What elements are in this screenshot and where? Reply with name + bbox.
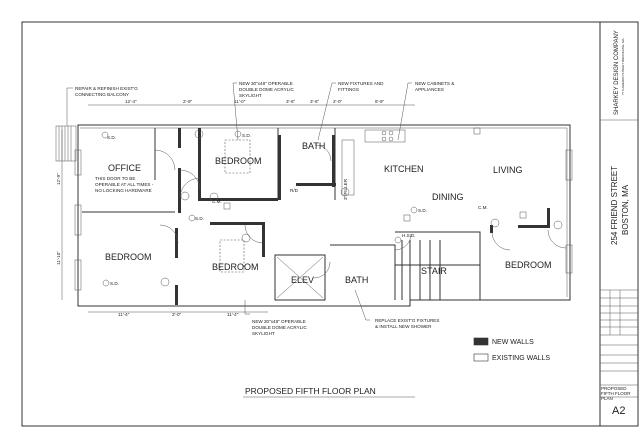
note-cabinets: APPLIANCES <box>415 87 444 92</box>
note-skylight-bottom: DOUBLE DOME ACRYLIC <box>252 325 307 330</box>
dimension-lines <box>61 104 415 313</box>
dimension-text: 2'-0" <box>172 312 182 317</box>
company-name: SHARKEY DESIGN COMPANY <box>614 30 620 115</box>
dimension-text: 11'-4" <box>227 312 239 317</box>
exterior-wall <box>77 124 571 307</box>
kitchen-counter <box>341 129 406 196</box>
skylight-bottom <box>219 239 245 273</box>
room-bath-bottom: BATH <box>345 275 368 285</box>
room-kitchen: KITCHEN <box>384 164 424 174</box>
legend-swatch-existing <box>473 353 489 362</box>
note-office-door: NO LOCKING HARDWARE <box>95 188 152 193</box>
balcony <box>55 125 77 162</box>
drawing-title: PROPOSED FIFTH FLOOR PLAN <box>245 386 376 396</box>
legend-existing-walls: EXISTING WALLS <box>492 355 550 362</box>
legend-new-walls: NEW WALLS <box>492 339 534 346</box>
note-shower: & INSTALL NEW SHOWER <box>375 324 432 329</box>
room-bedroom-right: BEDROOM <box>505 260 552 270</box>
legend-swatch-new <box>473 337 489 346</box>
room-bath-top: BATH <box>302 141 325 151</box>
door-swings <box>154 144 567 279</box>
dimension-text: 2'-0" <box>333 99 343 104</box>
note-fixtures: FITTINGS <box>338 87 359 92</box>
smoke-detector-label: S.D. <box>107 135 116 140</box>
co-detector-label: C.M. <box>478 205 488 210</box>
dimension-text: 2'-9" <box>183 99 193 104</box>
room-office: OFFICE <box>108 163 141 173</box>
note-skylight-top: DOUBLE DOME ACRYLIC <box>239 87 294 92</box>
note-skylight-bottom: NEW 30"x48" OPERABLE <box>252 319 306 324</box>
smoke-detector-label: S.D. <box>110 281 119 286</box>
skylight-top <box>224 139 251 174</box>
company-address: 77 CAMERON STREET BROOKLINE, MA <box>621 38 625 95</box>
note-balcony: CONNECTING BALCONY <box>75 92 129 97</box>
dimension-text: 8'-9" <box>375 99 385 104</box>
symbols: S.D. S.D. C.M. S.D. S.D. C.M. H.S.D. S.D… <box>101 127 563 287</box>
room-elev: ELEV <box>291 275 314 285</box>
note-office-door: THIS DOOR TO BE <box>95 176 135 181</box>
dimension-text: 12'-4" <box>125 99 137 104</box>
filler-label: 3" FILLER <box>343 178 348 200</box>
project-street: 254 FRIEND STREET <box>610 166 619 245</box>
dimension-text: 11'-0" <box>234 99 246 104</box>
note-skylight-top: NEW 30"x48" OPERABLE <box>239 81 293 86</box>
dimension-text: 11'-10" <box>56 251 61 265</box>
annotations: REPAIR & REFINISH EXIST'G CONNECTING BAL… <box>66 81 454 336</box>
room-living: LIVING <box>493 165 523 175</box>
project-city: BOSTON, MA <box>621 184 630 235</box>
legend: NEW WALLS EXISTING WALLS <box>473 337 550 362</box>
appliance-label: R/D <box>290 188 299 193</box>
dimension-text: 12'-9" <box>56 173 61 185</box>
floor-plan <box>55 104 573 313</box>
new-walls <box>175 128 550 305</box>
sheet-border <box>21 21 639 427</box>
note-balcony: REPAIR & REFINISH EXIST'G <box>75 86 138 91</box>
dimension-text: 3'-6" <box>286 99 296 104</box>
smoke-detector-label: S.D. <box>418 208 427 213</box>
existing-walls <box>82 128 481 301</box>
note-skylight-bottom: SKYLIGHT <box>252 331 275 336</box>
note-skylight-top: SKYLIGHT <box>239 93 262 98</box>
room-bedroom-top: BEDROOM <box>215 156 262 166</box>
heat-detector-label: H.S.D. <box>402 233 416 238</box>
dimension-text: 11'-4" <box>118 312 130 317</box>
sheet-number: A2 <box>612 405 625 417</box>
room-stair: STAIR <box>421 266 447 276</box>
note-cabinets: NEW CABINETS & <box>415 81 454 86</box>
title-block: SHARKEY DESIGN COMPANY 77 CAMERON STREET… <box>600 30 638 417</box>
dimensions: 12'-4" 2'-9" 11'-0" 3'-6" 3'-6" 2'-0" 8'… <box>56 99 385 317</box>
smoke-detector-label: S.D. <box>195 216 204 221</box>
room-bedroom-left: BEDROOM <box>105 252 152 262</box>
room-dining: DINING <box>432 192 464 202</box>
elevator-shaft <box>276 256 324 299</box>
sheet-drawing-title: PROPOSED FIFTH FLOOR PLAN <box>601 385 631 401</box>
note-shower: REPLACE EXIST'G FIXTURES <box>375 318 439 323</box>
room-bedroom-center: BEDROOM <box>212 262 259 272</box>
note-office-door: OPERABLE AT ALL TIMES - <box>95 182 154 187</box>
room-labels: OFFICE BEDROOM BATH KITCHEN LIVING DININ… <box>105 141 552 285</box>
smoke-detector-label: S.D. <box>242 133 251 138</box>
dimension-text: 3'-6" <box>310 99 320 104</box>
note-fixtures: NEW FIXTURES AND <box>338 81 384 86</box>
windows <box>74 149 573 291</box>
co-detector-label: C.M. <box>212 199 222 204</box>
